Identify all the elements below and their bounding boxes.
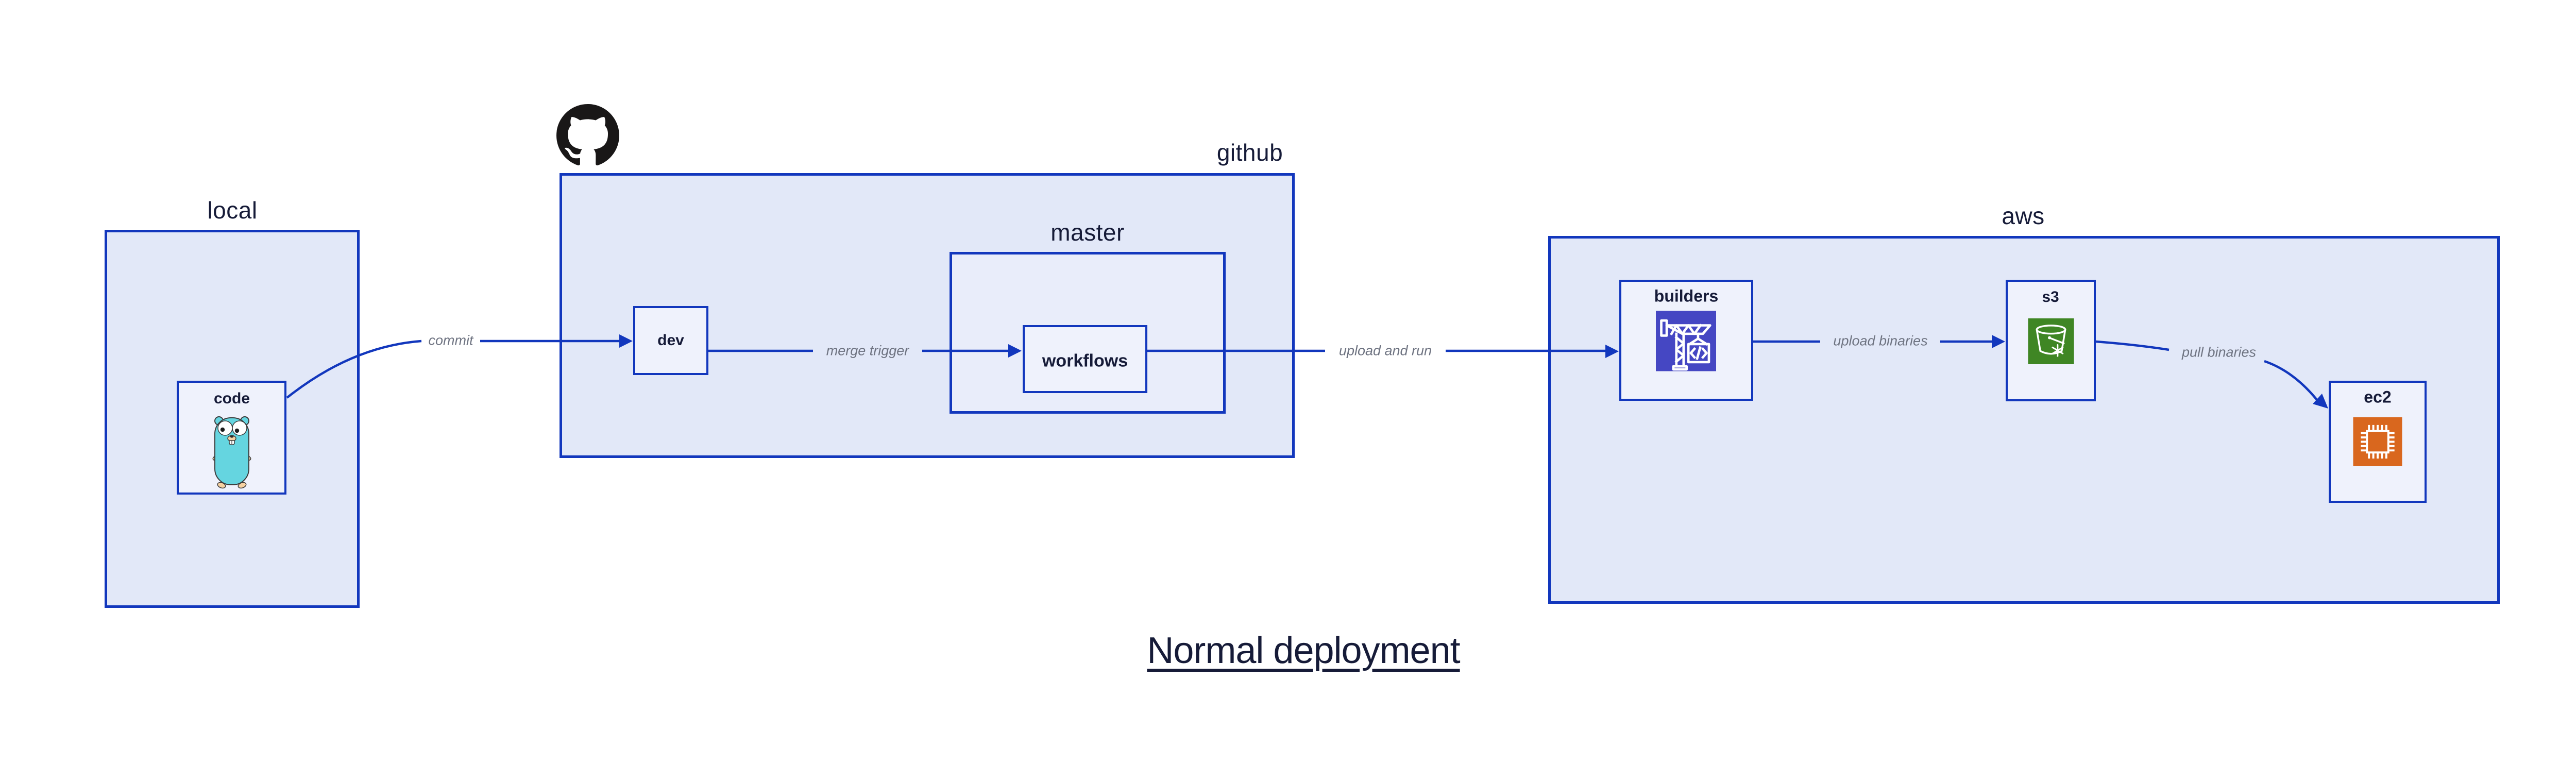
workflows-node-box [1023,325,1147,393]
s3-bucket-icon [2028,318,2074,364]
builders-node-label: builders [1654,286,1719,305]
pull-binaries-edge-label: pull binaries [2181,344,2257,360]
master-group-label: master [1050,219,1125,246]
local-group-label: local [207,197,258,224]
merge-trigger-edge-label: merge trigger [826,343,909,359]
ec2-chip-icon [2353,417,2402,466]
go-gopher-icon [212,413,251,489]
edge-merge-trigger [708,344,1022,358]
edge-upload-binaries [1753,335,2005,348]
upload-binaries-edge-label: upload binaries [1833,333,1928,349]
edge-commit [286,334,633,399]
dev-node-label: dev [657,332,684,349]
ec2-node-label: ec2 [2364,387,2392,406]
workflows-node-label: workflows [1042,351,1128,371]
github-group-label: github [1216,139,1283,166]
edge-upload-and-run [1147,345,1619,358]
code-node-label: code [213,390,250,407]
upload-and-run-edge-label: upload and run [1338,343,1432,359]
edge-pull-binaries [2095,340,2328,409]
commit-edge-label: commit [428,332,473,348]
github-logo-icon [556,104,620,167]
s3-node-label: s3 [2042,288,2059,305]
aws-group-label: aws [2002,202,2045,229]
codebuild-crane-icon [1656,311,1716,371]
s3-node-box [2006,280,2096,401]
dev-node-box [633,306,708,375]
diagram-title: Normal deployment [1147,630,1460,671]
